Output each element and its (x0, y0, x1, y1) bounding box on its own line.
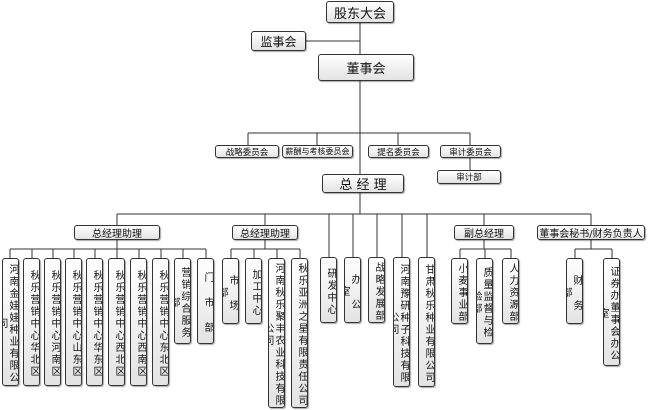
unit-quality-inspection: 质量监督与检验部 (476, 258, 493, 344)
unit-office: 办 公 室 (344, 257, 361, 323)
unit-marketing-northwest: 秋乐营销中心西北区 (108, 258, 125, 386)
unit-jinwawa-seed: 河南金娃娃种业有限公司 (2, 258, 19, 386)
unit-processing-center: 加工中心 (245, 258, 262, 324)
general-manager-box: 总 经 理 (322, 174, 404, 193)
strategy-committee-box: 战略委员会 (215, 145, 279, 158)
assistant-gm-2-box: 总经理助理 (232, 225, 298, 240)
unit-marketing-shandong: 秋乐营销中心山东区 (65, 258, 82, 386)
compensation-committee-box: 薪酬与考核委员会 (282, 145, 353, 158)
unit-securities-office: 证券办董事会办公室 (603, 258, 620, 366)
deputy-gm-box: 副总经理 (454, 225, 514, 240)
unit-finance: 财 务 部 (566, 258, 583, 324)
unit-marketing-services: 营销综合服务部 (174, 258, 191, 344)
unit-marketing-northeast: 秋乐营销中心东北区 (152, 258, 169, 386)
nomination-committee-box: 提名委员会 (368, 145, 429, 158)
shareholders-meeting-box: 股东大会 (326, 1, 394, 23)
unit-asia-star: 秋乐亚洲之星有限责任公司 (291, 258, 308, 408)
unit-retail-store: 门 市 部 (197, 258, 214, 344)
unit-rd-center: 研发中心 (320, 257, 337, 323)
board-secretary-box: 董事会秘书/财务负责人 (537, 225, 645, 240)
unit-marketing-north-china: 秋乐营销中心华北区 (23, 258, 40, 386)
unit-jufeng-agri-tech: 河南秋乐聚丰农业科技有限公司 (268, 258, 285, 408)
audit-committee-box: 审计委员会 (440, 145, 501, 158)
assistant-gm-1-box: 总经理助理 (74, 225, 160, 240)
unit-marketing-department: 市 场 部 (222, 258, 239, 324)
audit-department-box: 审计部 (437, 170, 501, 184)
unit-gansu-seed: 甘肃秋乐种业有限公司 (418, 257, 435, 387)
supervisory-board-box: 监事会 (251, 31, 306, 51)
unit-strategy-development: 战略发展部 (368, 257, 385, 323)
unit-wheat-division: 小麦事业部 (451, 258, 468, 324)
unit-marketing-henan: 秋乐营销中心河南区 (44, 258, 61, 386)
unit-marketing-east-china: 秋乐营销中心华东区 (86, 258, 103, 386)
board-of-directors-box: 董事会 (318, 54, 414, 81)
unit-human-resources: 人力资源部 (502, 258, 519, 324)
unit-yuyan-seed-tech: 河南豫研种子科技有限公司 (393, 257, 410, 387)
unit-marketing-southwest: 秋乐营销中心西南区 (130, 258, 147, 386)
